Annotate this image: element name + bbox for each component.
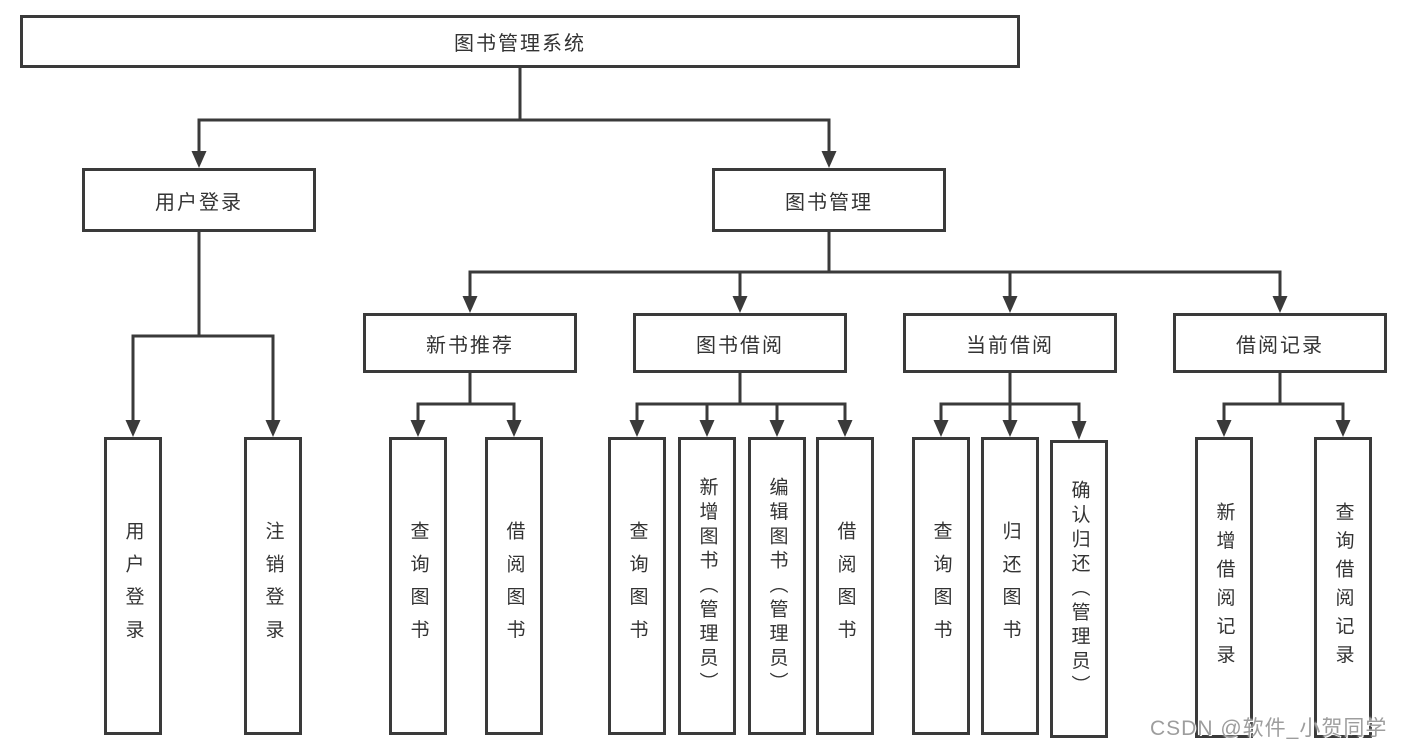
leaf-query-books-borrow-label: 查询图书	[626, 520, 648, 652]
leaf-user-login-label: 用户登录	[122, 520, 144, 652]
leaf-add-book-admin: 新增图书（管理员）	[678, 437, 736, 735]
arrowheads	[125, 151, 1351, 440]
leaf-add-book-admin-label: 新增图书（管理员）	[696, 476, 718, 696]
leaf-edit-book-admin-label: 编辑图书（管理员）	[766, 476, 788, 696]
watermark-text: CSDN @软件_小贺同学	[1150, 717, 1388, 740]
node-system-root: 图书管理系统	[20, 15, 1020, 68]
leaf-borrow-books-recommend: 借阅图书	[485, 437, 543, 735]
node-book-borrow: 图书借阅	[633, 313, 847, 373]
leaf-return-books: 归还图书	[981, 437, 1039, 735]
leaf-query-borrow-record: 查询借阅记录	[1314, 437, 1372, 738]
leaf-borrow-books-borrow-label: 借阅图书	[834, 520, 856, 652]
node-new-book-recommend: 新书推荐	[363, 313, 577, 373]
node-user-login-branch: 用户登录	[82, 168, 316, 232]
leaf-borrow-books-borrow: 借阅图书	[816, 437, 874, 735]
leaf-logout-label: 注销登录	[262, 520, 284, 652]
leaf-user-login: 用户登录	[104, 437, 162, 735]
leaf-confirm-return-admin: 确认归还（管理员）	[1050, 440, 1108, 738]
node-book-management: 图书管理	[712, 168, 946, 232]
node-current-borrow: 当前借阅	[903, 313, 1117, 373]
leaf-query-books-recommend-label: 查询图书	[407, 520, 429, 652]
leaf-query-books-borrow: 查询图书	[608, 437, 666, 735]
leaf-query-books-recommend: 查询图书	[389, 437, 447, 735]
leaf-return-books-label: 归还图书	[999, 520, 1021, 652]
leaf-edit-book-admin: 编辑图书（管理员）	[748, 437, 806, 735]
leaf-confirm-return-admin-label: 确认归还（管理员）	[1068, 479, 1090, 699]
leaf-add-borrow-record-label: 新增借阅记录	[1213, 502, 1235, 673]
leaf-query-books-current-label: 查询图书	[930, 520, 952, 652]
leaf-borrow-books-recommend-label: 借阅图书	[503, 520, 525, 652]
leaf-add-borrow-record: 新增借阅记录	[1195, 437, 1253, 738]
leaf-query-borrow-record-label: 查询借阅记录	[1332, 502, 1354, 673]
leaf-logout: 注销登录	[244, 437, 302, 735]
leaf-query-books-current: 查询图书	[912, 437, 970, 735]
node-borrow-records: 借阅记录	[1173, 313, 1387, 373]
